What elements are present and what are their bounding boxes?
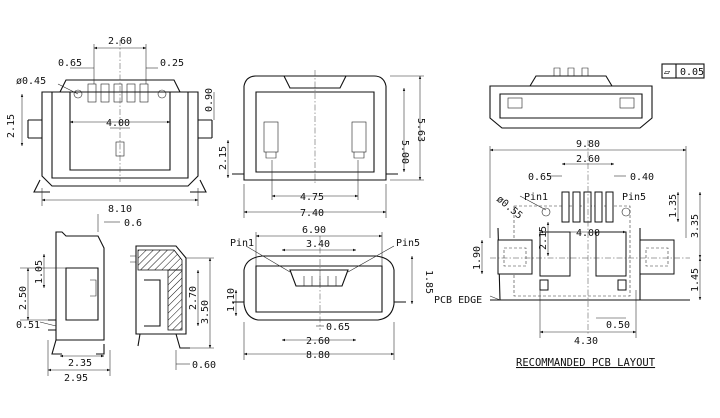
front-pin5-label: Pin5 xyxy=(396,238,420,249)
pcb-pad-length-dim: 2.15 xyxy=(538,226,549,250)
pcb-slot-dim: 0.50 xyxy=(606,320,630,331)
left-body-height-dim: 2.50 xyxy=(18,286,29,310)
pcb-right-low-dim: 1.45 xyxy=(690,268,701,292)
top-inner-width-dim: 4.00 xyxy=(106,118,130,129)
left-base-dim: 2.35 xyxy=(68,358,92,369)
pcb-inner-dim: 4.00 xyxy=(576,228,600,239)
pcb-pin5-label: Pin5 xyxy=(622,192,646,203)
bottom-overall-width-dim: 7.40 xyxy=(300,208,324,219)
flatness-symbol: ▱ xyxy=(664,67,670,78)
top-view: 2.60 0.65 0.25 ø0.45 4.00 2.15 0.90 2.15… xyxy=(6,36,230,215)
section-total-height-dim: 3.50 xyxy=(200,300,211,324)
top-offset-right-dim: 0.90 xyxy=(204,88,215,112)
top-pitch-dim: 0.65 xyxy=(58,58,82,69)
front-overall-dim: 8.80 xyxy=(306,350,330,361)
pcb-right-top-dim: 1.35 xyxy=(668,194,679,218)
pcb-pin-span-dim: 2.60 xyxy=(576,154,600,165)
front-top-inner-dim: 3.40 xyxy=(306,239,330,250)
bottom-view: 4.75 7.40 5.00 5.63 xyxy=(232,70,426,219)
pcb-pad-width-dim: 0.40 xyxy=(630,172,654,183)
pcb-layout: 9.80 2.60 0.65 0.40 ø0.55 Pin1 Pin5 4.00… xyxy=(434,139,702,369)
bottom-inner-width-dim: 4.75 xyxy=(300,192,324,203)
front-view: Pin1 Pin5 6.90 3.40 1.85 1.10 0.65 2.60 … xyxy=(226,225,434,361)
front-pitch-dim: 0.65 xyxy=(326,322,350,333)
section-view: 2.70 3.50 0.60 xyxy=(130,245,216,371)
pcb-layout-title: RECOMMANDED PCB LAYOUT xyxy=(516,357,656,369)
front-pin1-label: Pin1 xyxy=(230,238,254,249)
front-right-dim: 1.85 xyxy=(423,270,434,294)
front-left-dim: 1.10 xyxy=(226,288,237,312)
flatness-box: ▱ 0.05 xyxy=(661,63,705,79)
pcb-pitch-dim: 0.65 xyxy=(528,172,552,183)
section-height-dim: 2.70 xyxy=(188,286,199,310)
pcb-hole-dim: ø0.55 xyxy=(494,194,524,222)
top-overall-width-dim: 8.10 xyxy=(108,204,132,215)
flatness-value: 0.05 xyxy=(680,67,704,78)
pcb-overall-dim: 9.80 xyxy=(576,139,600,150)
left-top-dim: 0.6 xyxy=(124,218,142,229)
side-elevation-view xyxy=(489,67,653,129)
bottom-inner-height-dim: 5.00 xyxy=(399,140,410,164)
pcb-pin1-label: Pin1 xyxy=(524,192,548,203)
top-pin-width-dim: 0.25 xyxy=(160,58,184,69)
bottom-outer-height-dim: 5.63 xyxy=(415,118,426,142)
front-top-outer-dim: 6.90 xyxy=(302,225,326,236)
top-right-lower-dim: 2.15 xyxy=(218,146,229,170)
top-pitch-outer-dim: 2.60 xyxy=(108,36,132,47)
pcb-bottom-dim: 4.30 xyxy=(574,336,598,347)
left-overall-dim: 2.95 xyxy=(64,373,88,384)
front-pin-span-dim: 2.60 xyxy=(306,336,330,347)
left-lead-height-dim: 1.05 xyxy=(34,260,45,284)
pcb-left-dim: 1.90 xyxy=(472,246,483,270)
pcb-right-mid-dim: 3.35 xyxy=(690,214,701,238)
pcb-edge-label: PCB EDGE xyxy=(434,295,482,306)
section-lead-dim: 0.60 xyxy=(192,360,216,371)
top-height-left-dim: 2.15 xyxy=(6,114,17,138)
left-side-view: 0.6 1.05 2.50 0.51 2.35 2.95 xyxy=(16,214,142,384)
left-lead-thickness-dim: 0.51 xyxy=(16,320,40,331)
top-hole-dim: ø0.45 xyxy=(16,76,46,87)
